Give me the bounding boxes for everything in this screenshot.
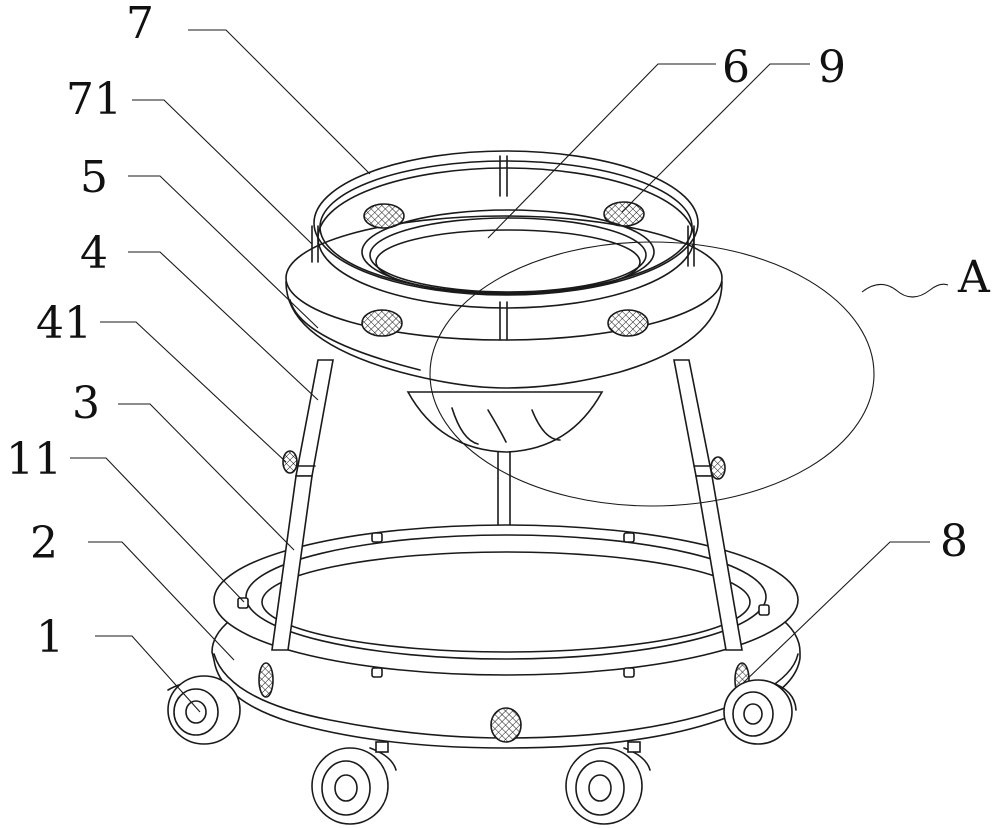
leader-lines xyxy=(70,29,930,713)
label-9: 9 xyxy=(818,42,846,93)
adjust-knob-right xyxy=(710,456,726,480)
label-7: 7 xyxy=(126,0,154,49)
label-1: 1 xyxy=(36,612,64,663)
wheel-front-right xyxy=(723,679,797,745)
label-11: 11 xyxy=(6,434,62,485)
leg-left xyxy=(271,359,334,651)
label-5: 5 xyxy=(80,152,108,203)
vent-left xyxy=(258,662,274,698)
label-6: 6 xyxy=(722,42,750,93)
rim-bolts xyxy=(237,532,770,678)
center-post xyxy=(497,444,511,533)
ring-vent-left xyxy=(363,203,405,229)
leg-right xyxy=(673,359,743,651)
tray-vent-right xyxy=(607,309,649,337)
tray-vent-left xyxy=(361,309,403,337)
label-4: 4 xyxy=(80,228,108,279)
adjust-knob-left xyxy=(282,450,298,474)
label-3: 3 xyxy=(72,378,100,429)
label-a: A xyxy=(957,252,991,303)
label-71: 71 xyxy=(66,74,122,125)
wheel-bottom-left xyxy=(311,741,397,825)
wheel-front-left xyxy=(167,675,241,745)
seat xyxy=(406,391,604,453)
label-2: 2 xyxy=(30,518,58,569)
detail-leader-a xyxy=(861,283,949,298)
tray xyxy=(285,215,723,389)
part-labels: 7 71 5 4 41 3 11 2 1 6 9 8 A xyxy=(6,0,991,663)
vent-front xyxy=(490,707,522,743)
top-ring xyxy=(311,150,699,341)
wheel-bottom-right xyxy=(565,741,651,825)
base-frame xyxy=(211,524,801,749)
detail-circle-a xyxy=(429,241,875,507)
label-41: 41 xyxy=(36,298,92,349)
label-8: 8 xyxy=(940,516,968,567)
